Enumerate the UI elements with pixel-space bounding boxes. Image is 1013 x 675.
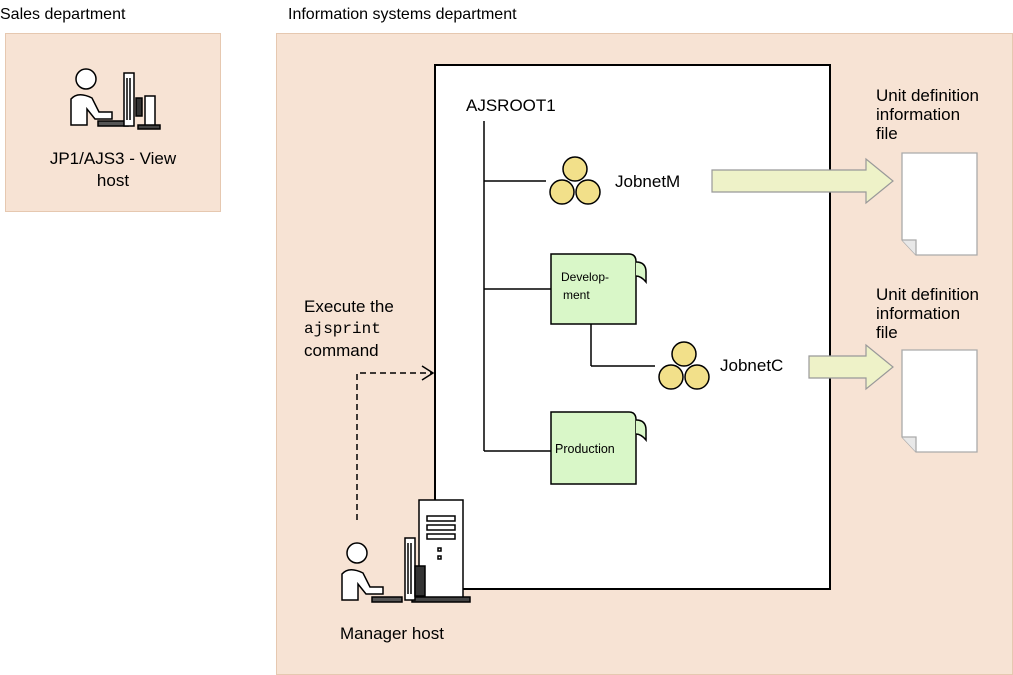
folder-icon [550, 253, 647, 325]
user-at-terminal-icon [70, 68, 161, 130]
file-label-2-line2: information [876, 304, 961, 323]
file-label-2: Unit definition information file [876, 285, 979, 342]
sales-department-label: Sales department [0, 6, 126, 23]
jobnet-c-label: JobnetC [720, 356, 784, 375]
arrow-icon [711, 157, 894, 205]
command-line3: command [304, 341, 379, 360]
info-department-label: Information systems department [288, 6, 517, 23]
jobnet-m-label: JobnetM [615, 172, 681, 191]
file-label-2-line1: Unit definition [876, 285, 980, 304]
folder-production-label: Production [555, 442, 615, 456]
folder-development-line1: Develop- [561, 270, 610, 284]
document-icon [901, 349, 978, 453]
manager-host-label: Manager host [340, 624, 444, 643]
user-at-terminal-icon [341, 537, 426, 603]
unit-tree-box [434, 64, 831, 590]
view-host-label-line2: host [96, 171, 130, 190]
folder-development-label: Develop- ment [561, 268, 609, 304]
jobnet-icon [549, 156, 601, 205]
file-label-1: Unit definition information file [876, 86, 979, 143]
file-label-1-line1: Unit definition [876, 86, 980, 105]
view-host-label: JP1/AJS3 - View host [5, 148, 221, 192]
file-label-1-line3: file [876, 124, 898, 143]
arrow-icon [808, 343, 894, 391]
command-arrow [356, 365, 435, 520]
document-icon [901, 152, 978, 256]
jobnet-icon [658, 341, 710, 390]
tree-lines [483, 121, 655, 452]
file-label-2-line3: file [876, 323, 898, 342]
view-host-label-line1: JP1/AJS3 - View [49, 149, 177, 168]
server-icon [411, 499, 471, 603]
command-name: ajsprint [304, 320, 381, 338]
folder-development-line2: ment [563, 288, 590, 302]
command-line1: Execute the [304, 297, 394, 316]
file-label-1-line2: information [876, 105, 961, 124]
command-label: Execute the ajsprint command [304, 296, 394, 362]
root-label: AJSROOT1 [466, 96, 556, 115]
folder-icon [550, 411, 647, 485]
